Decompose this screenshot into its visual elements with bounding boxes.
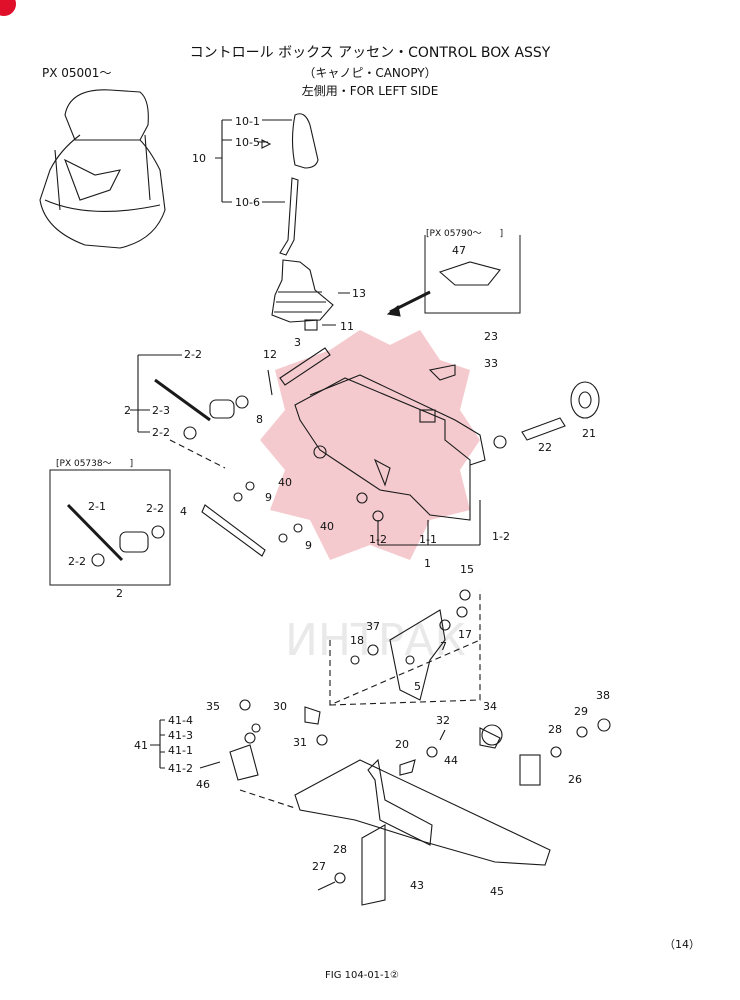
callout-1-1: 1-1 bbox=[419, 533, 437, 546]
page-subtitle: （キャノピ・CANOPY） bbox=[303, 66, 437, 80]
callout-18: 18 bbox=[350, 634, 364, 647]
pad-47 bbox=[438, 261, 501, 286]
watermark-logo bbox=[260, 330, 480, 560]
bracket-43 bbox=[361, 824, 386, 906]
nut-11 bbox=[304, 319, 318, 331]
lever-rod bbox=[279, 177, 299, 256]
callout-12: 12 bbox=[263, 348, 277, 361]
figure-reference: FIG 104-01-1② bbox=[325, 970, 399, 981]
callout-2-2-inset-a: 2-2 bbox=[146, 502, 164, 515]
base-plate-45 bbox=[294, 759, 551, 866]
serial-range: PX 05001～ bbox=[42, 66, 112, 80]
callout-10-1: 10-1 bbox=[235, 115, 260, 128]
inset-right-serial: [PX 05790～ ] bbox=[426, 229, 504, 239]
callout-3: 3 bbox=[294, 336, 301, 349]
machine-thumbnail bbox=[39, 89, 166, 249]
callout-2-2-mid: 2-2 bbox=[152, 426, 170, 439]
rubber-boot bbox=[271, 259, 334, 323]
callout-17: 17 bbox=[458, 628, 472, 641]
callout-20: 20 bbox=[395, 738, 409, 751]
callout-26: 26 bbox=[568, 773, 582, 786]
callout-43: 43 bbox=[410, 879, 424, 892]
callout-2: 2 bbox=[124, 404, 131, 417]
callout-1-2-right: 1-2 bbox=[492, 530, 510, 543]
callout-27: 27 bbox=[312, 860, 326, 873]
callout-44: 44 bbox=[444, 754, 458, 767]
callout-11: 11 bbox=[340, 320, 354, 333]
callout-28-a: 28 bbox=[548, 723, 562, 736]
callout-2-3: 2-3 bbox=[152, 404, 170, 417]
knob-shape bbox=[291, 113, 319, 169]
callout-41-3: 41-3 bbox=[168, 729, 193, 742]
page-number: （14） bbox=[664, 938, 700, 951]
page-side: 左側用・FOR LEFT SIDE bbox=[301, 84, 439, 98]
callout-38: 38 bbox=[596, 689, 610, 702]
callout-28-b: 28 bbox=[333, 843, 347, 856]
callout-9-a: 9 bbox=[265, 491, 272, 504]
corner-mark bbox=[0, 0, 16, 16]
bearing-21 bbox=[570, 381, 600, 419]
callout-34: 34 bbox=[483, 700, 497, 713]
callout-37: 37 bbox=[366, 620, 380, 633]
page-title: コントロール ボックス アッセン・CONTROL BOX ASSY bbox=[189, 45, 551, 61]
callout-23: 23 bbox=[484, 330, 498, 343]
callout-41: 41 bbox=[134, 739, 148, 752]
callout-2-2-inset-b: 2-2 bbox=[68, 555, 86, 568]
callout-40-b: 40 bbox=[320, 520, 334, 533]
callout-9-b: 9 bbox=[305, 539, 312, 552]
callout-29: 29 bbox=[574, 705, 588, 718]
callout-41-4: 41-4 bbox=[168, 714, 193, 727]
callout-45: 45 bbox=[490, 885, 504, 898]
callout-10: 10 bbox=[192, 152, 206, 165]
callout-15: 15 bbox=[460, 563, 474, 576]
callout-35: 35 bbox=[206, 700, 220, 713]
callout-40-a: 40 bbox=[278, 476, 292, 489]
inset-left-part: 2 bbox=[116, 587, 123, 600]
callout-30: 30 bbox=[273, 700, 287, 713]
callout-31: 31 bbox=[293, 736, 307, 749]
callout-7: 7 bbox=[440, 640, 447, 653]
callout-8: 8 bbox=[256, 413, 263, 426]
callout-10-5: 10-5 bbox=[235, 136, 260, 149]
shaft-22 bbox=[521, 417, 566, 441]
lever-plate-5 bbox=[389, 609, 446, 701]
bar-4 bbox=[201, 504, 266, 557]
callout-2-2-top: 2-2 bbox=[184, 348, 202, 361]
callout-22: 22 bbox=[538, 441, 552, 454]
control-box-frame bbox=[294, 377, 471, 521]
callout-21: 21 bbox=[582, 427, 596, 440]
callout-5: 5 bbox=[414, 680, 421, 693]
callout-46: 46 bbox=[196, 778, 210, 791]
callout-2-1: 2-1 bbox=[88, 500, 106, 513]
callout-10-6: 10-6 bbox=[235, 196, 260, 209]
callout-47: 47 bbox=[452, 244, 466, 257]
callout-32: 32 bbox=[436, 714, 450, 727]
callout-1: 1 bbox=[424, 557, 431, 570]
callout-1-2-left: 1-2 bbox=[369, 533, 387, 546]
callout-41-1: 41-1 bbox=[168, 744, 193, 757]
inset-left-serial: [PX 05738～ ] bbox=[56, 459, 134, 469]
watermark-text: ИНТРАК bbox=[285, 615, 466, 666]
callout-4: 4 bbox=[180, 505, 187, 518]
callout-33: 33 bbox=[484, 357, 498, 370]
callout-13: 13 bbox=[352, 287, 366, 300]
callout-41-2: 41-2 bbox=[168, 762, 193, 775]
rod-3 bbox=[279, 347, 331, 386]
